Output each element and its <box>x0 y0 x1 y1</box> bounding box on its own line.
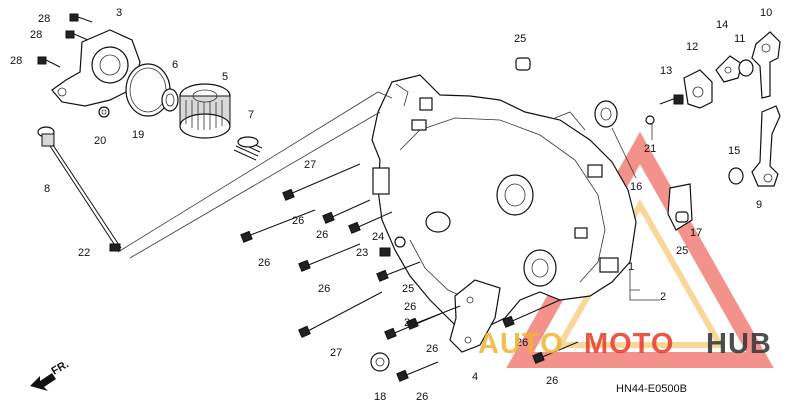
callout-25: 25 <box>514 33 526 45</box>
callout-28: 28 <box>30 29 42 41</box>
reference-lines <box>117 91 393 259</box>
callout-26: 26 <box>426 343 438 355</box>
callout-26: 26 <box>416 391 428 403</box>
callout-8: 8 <box>44 183 50 195</box>
callout-23: 23 <box>356 247 368 259</box>
callout-28: 28 <box>10 55 22 67</box>
callout-12: 12 <box>686 41 698 53</box>
callout-26: 26 <box>318 283 330 295</box>
oil-seal-part-18 <box>370 352 390 372</box>
callout-28: 28 <box>38 13 50 25</box>
arm-part-14 <box>715 55 743 83</box>
bolt-part-13 <box>659 94 684 105</box>
callout-26: 26 <box>404 301 416 313</box>
callout-25: 25 <box>402 283 414 295</box>
callout-6: 6 <box>172 59 178 71</box>
callout-18: 18 <box>374 391 386 403</box>
callout-labels: 28 28 28 3 19 6 5 20 7 8 22 27 26 26 26 … <box>10 7 772 403</box>
washer-part-21 <box>645 115 655 125</box>
shift-drum-part-10 <box>751 31 781 99</box>
callout-5: 5 <box>222 71 228 83</box>
callout-16: 16 <box>630 181 642 193</box>
diagram-code: HN44-E0500B <box>616 383 687 395</box>
bracket-part-4 <box>449 279 501 353</box>
watermark-text: AUTO MOTO HUB <box>478 328 772 360</box>
callout-21: 21 <box>644 143 656 155</box>
callout-26: 26 <box>292 215 304 227</box>
leader-16 <box>611 127 637 179</box>
callout-26: 26 <box>316 229 328 241</box>
spring-part-7 <box>233 136 263 161</box>
callout-10: 10 <box>760 7 772 19</box>
watermark-text-auto: AUTO <box>478 328 564 360</box>
callout-26: 26 <box>404 317 416 329</box>
o-ring-part-6 <box>161 88 179 112</box>
dowel-part-25 <box>515 57 531 71</box>
callout-20: 20 <box>94 135 106 147</box>
o-ring-part-19 <box>125 63 171 117</box>
front-direction-arrow: FR. <box>30 358 71 391</box>
callout-26: 26 <box>546 375 558 387</box>
callout-13: 13 <box>660 65 672 77</box>
callout-27: 27 <box>304 159 316 171</box>
callout-27: 27 <box>330 347 342 359</box>
washer-part-20 <box>98 106 110 118</box>
seal-part-15 <box>728 167 744 185</box>
callout-9: 9 <box>756 199 762 211</box>
bolts-left-group <box>240 163 579 382</box>
callout-15: 15 <box>728 145 740 157</box>
callout-1: 1 <box>628 261 634 273</box>
callout-19: 19 <box>132 129 144 141</box>
callout-25: 25 <box>676 245 688 257</box>
leader-1-2 <box>629 270 660 301</box>
bolt-part-28 <box>37 13 93 68</box>
watermark-text-hub: HUB <box>706 328 772 360</box>
callout-2: 2 <box>660 291 666 303</box>
callout-14: 14 <box>716 19 728 31</box>
cam-part-12 <box>683 69 713 109</box>
watermark-text-moto: MOTO <box>584 328 674 360</box>
callout-26: 26 <box>258 257 270 269</box>
collar-part-11 <box>738 59 754 77</box>
callout-22: 22 <box>78 247 90 259</box>
oil-filter-cover-part-3 <box>51 29 141 107</box>
callout-11: 11 <box>734 33 745 45</box>
crankcase-cover <box>371 74 637 331</box>
front-label: FR. <box>50 358 71 377</box>
dowel-part-25-right <box>675 211 689 223</box>
oil-filter-part-5 <box>179 83 231 139</box>
callout-17: 17 <box>690 227 702 239</box>
callout-3: 3 <box>116 7 122 19</box>
arm-part-9 <box>751 105 781 187</box>
oil-seal-part-16 <box>594 100 618 128</box>
dipstick-part-8 <box>37 126 122 251</box>
callout-4: 4 <box>472 371 478 383</box>
callout-7: 7 <box>248 109 254 121</box>
o-ring-part-22 <box>109 243 121 252</box>
callout-26: 26 <box>516 337 528 349</box>
callout-24: 24 <box>372 231 384 243</box>
